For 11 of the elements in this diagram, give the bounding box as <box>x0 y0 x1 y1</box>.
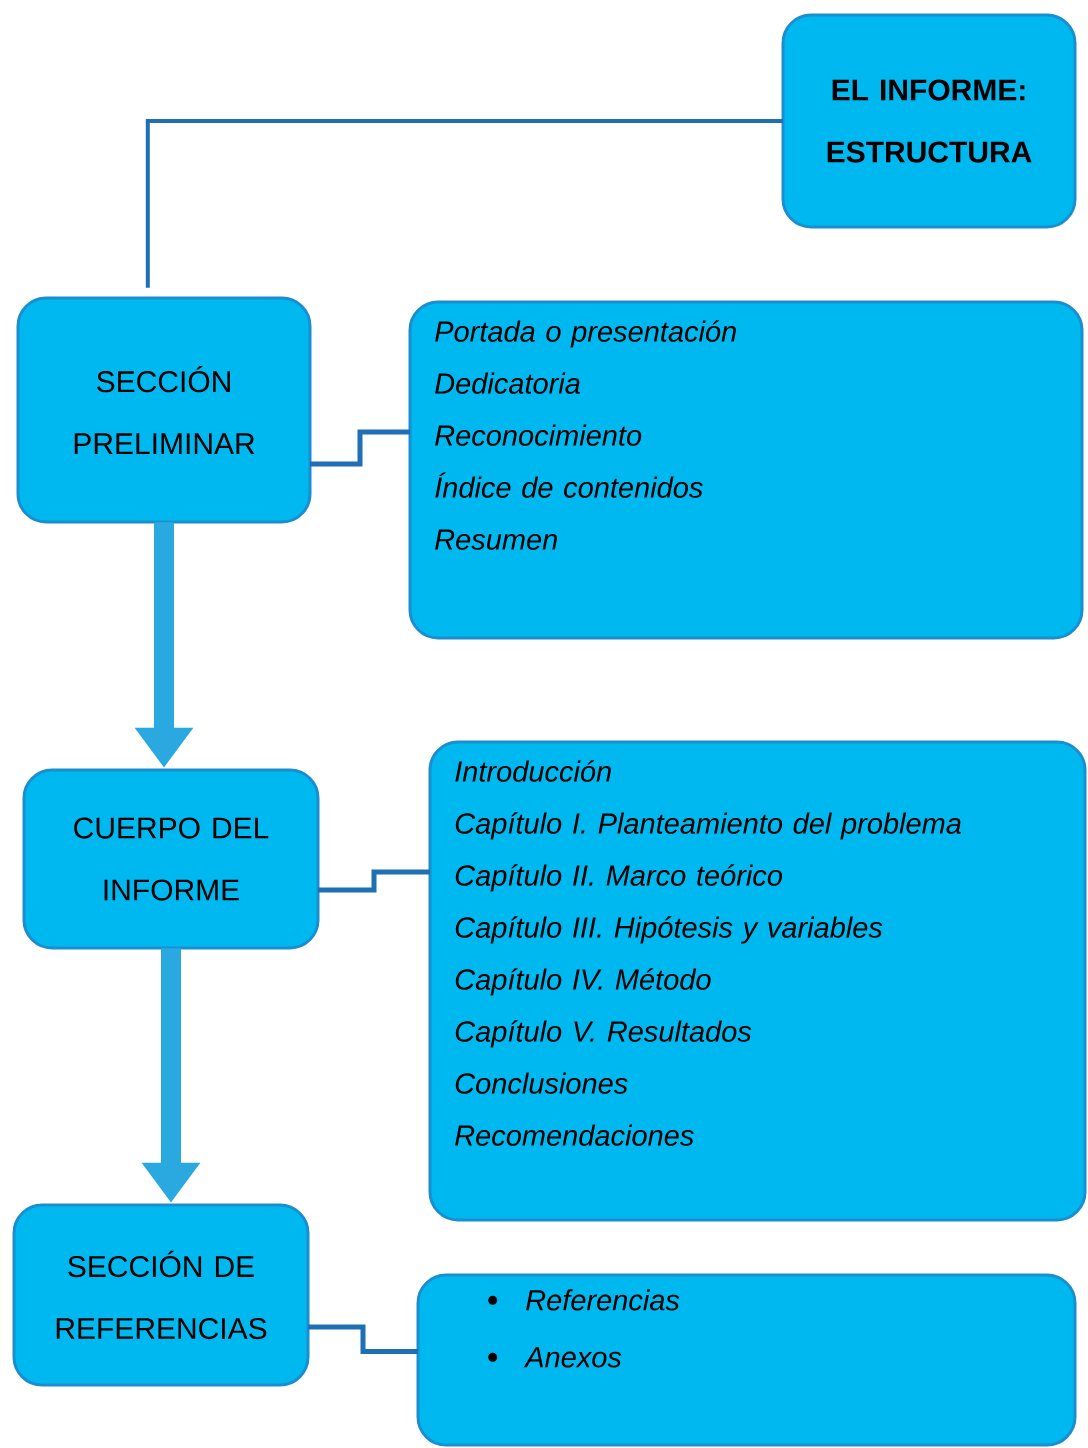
content-box: Portada o presentación Dedicatoria Reconocimiento Índice de contenidos Resumen <box>408 300 1084 640</box>
title-box: EL INFORME: ESTRUCTURA <box>781 13 1077 229</box>
content-box: Referencias Anexos <box>416 1273 1077 1447</box>
section-box: SECCIÓN PRELIMINAR <box>16 296 312 524</box>
section-box: CUERPO DEL INFORME <box>22 768 320 950</box>
connector-line <box>318 869 430 893</box>
connector-line <box>308 1324 418 1354</box>
connector-line <box>310 429 410 467</box>
content-box: Introducción Capítulo I. Planteamiento del problema Capítulo II. Marco teórico Capítulo III. Hipótesis y variables Capítulo IV. Método Capítulo V. Resultados Conclusiones Recomendaciones <box>428 740 1087 1222</box>
section-box: SECCIÓN DE REFERENCIAS <box>12 1203 310 1387</box>
connector-line <box>145 119 783 288</box>
